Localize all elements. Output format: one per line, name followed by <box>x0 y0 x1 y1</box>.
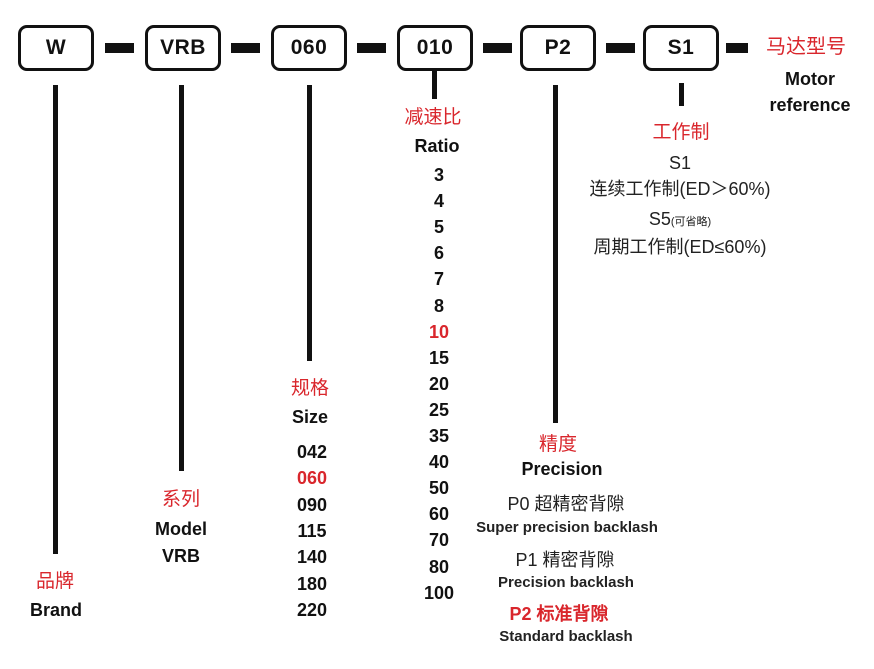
precision-item-title-highlighted: P2 标准背隙 <box>509 604 609 624</box>
precision-item-desc: Standard backlash <box>499 628 633 645</box>
ratio-value: 100 <box>423 582 455 603</box>
precision-item-desc: Precision backlash <box>498 574 634 591</box>
model-leader-line <box>179 85 184 471</box>
size-value: 180 <box>296 573 328 594</box>
motor-label-en-2: reference <box>769 95 851 115</box>
duty-s1-desc: 连续工作制(ED＞60%) <box>589 179 771 199</box>
connector-dash <box>726 43 748 53</box>
ratio-label-en: Ratio <box>414 136 460 156</box>
precision-label-cn: 精度 <box>538 434 578 455</box>
ratio-value: 5 <box>433 217 445 238</box>
size-label-cn: 规格 <box>290 378 330 399</box>
code-box-precision: P2 <box>520 25 596 71</box>
ratio-value: 15 <box>428 347 450 368</box>
precision-leader-line <box>553 85 558 423</box>
duty-s5-note: (可省略) <box>670 216 712 228</box>
ratio-value: 25 <box>428 399 450 420</box>
code-box-ratio: 010 <box>397 25 473 71</box>
brand-label-cn: 品牌 <box>35 571 75 592</box>
ratio-value: 8 <box>433 295 445 316</box>
size-value: 220 <box>296 599 328 620</box>
duty-s5-code: S5 <box>648 209 671 229</box>
ratio-value: 7 <box>433 269 445 290</box>
brand-leader-line <box>53 85 58 554</box>
motor-label-en-1: Motor <box>785 69 835 89</box>
ratio-value: 50 <box>428 478 450 499</box>
ratio-value: 4 <box>433 191 445 212</box>
duty-s5-desc: 周期工作制(ED≤60%) <box>593 237 767 257</box>
size-value: 115 <box>297 520 327 541</box>
connector-dash <box>105 43 134 53</box>
duty-s1-code: S1 <box>668 153 692 173</box>
size-value: 042 <box>296 442 328 462</box>
duty-s5-line: S5(可省略) <box>649 210 711 228</box>
size-value: 060 <box>296 468 328 489</box>
precision-item-title: P1 精密背隙 <box>515 550 615 570</box>
code-box-model: VRB <box>145 25 221 71</box>
ratio-value: 20 <box>428 373 450 394</box>
precision-item-desc: Super precision backlash <box>476 519 658 536</box>
model-label-en: Model <box>155 519 207 539</box>
ratio-value: 80 <box>428 556 450 577</box>
ratio-value: 40 <box>428 452 450 473</box>
code-box-size: 060 <box>271 25 347 71</box>
precision-label-en: Precision <box>521 459 603 479</box>
size-label-en: Size <box>291 407 329 427</box>
code-box-brand: W <box>18 25 94 71</box>
connector-dash <box>357 43 386 53</box>
duty-leader-line <box>679 83 684 106</box>
connector-dash <box>606 43 635 53</box>
ratio-leader-line <box>432 71 437 99</box>
connector-dash <box>231 43 260 53</box>
ratio-label-cn: 减速比 <box>404 107 462 128</box>
ratio-value: 60 <box>428 504 450 525</box>
size-value: 140 <box>296 547 328 568</box>
model-label-cn: 系列 <box>161 489 201 510</box>
ratio-value: 35 <box>428 426 450 446</box>
duty-label-cn: 工作制 <box>652 122 710 143</box>
size-leader-line <box>307 85 312 361</box>
precision-item-title: P0 超精密背隙 <box>507 494 625 514</box>
code-box-duty: S1 <box>643 25 719 71</box>
model-value: VRB <box>161 546 201 566</box>
connector-dash <box>483 43 512 53</box>
brand-label-en: Brand <box>29 600 83 620</box>
motor-label-cn: 马达型号 <box>766 36 846 58</box>
ratio-value: 10 <box>428 321 450 342</box>
ratio-value: 3 <box>433 165 445 185</box>
ratio-value: 70 <box>428 530 450 551</box>
ratio-value: 6 <box>433 243 445 264</box>
size-value: 090 <box>296 494 328 515</box>
